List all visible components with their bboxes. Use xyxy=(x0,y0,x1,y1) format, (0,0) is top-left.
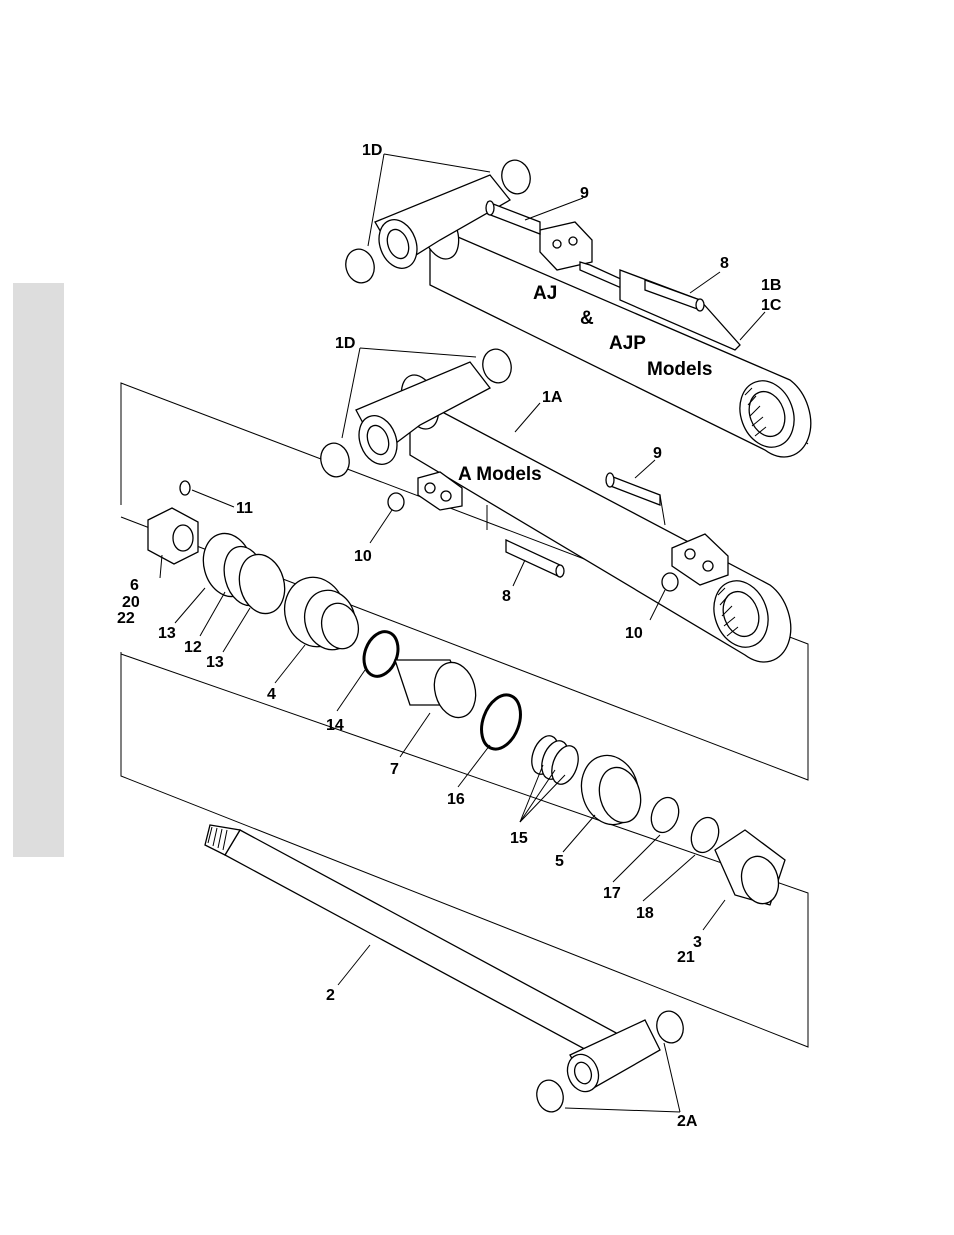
label-aj: AJ xyxy=(533,283,557,304)
label-amp: & xyxy=(580,308,594,329)
label-21: 21 xyxy=(677,949,695,966)
label-1c: 1C xyxy=(761,297,782,314)
label-10-right: 10 xyxy=(625,625,643,642)
label-6: 6 xyxy=(130,577,139,594)
label-7: 7 xyxy=(390,761,399,778)
label-a-models: A Models xyxy=(458,464,542,485)
label-18: 18 xyxy=(636,905,654,922)
label-1d-top: 1D xyxy=(362,142,382,159)
label-1b: 1B xyxy=(761,277,781,294)
label-1a: 1A xyxy=(542,389,563,406)
label-15: 15 xyxy=(510,830,528,847)
label-10-left: 10 xyxy=(354,548,372,565)
label-models: Models xyxy=(647,359,712,380)
label-13-b: 13 xyxy=(206,654,224,671)
label-2a: 2A xyxy=(677,1113,698,1130)
label-22: 22 xyxy=(117,610,135,627)
label-9-mid: 9 xyxy=(653,445,662,462)
label-9-top: 9 xyxy=(580,185,589,202)
label-12: 12 xyxy=(184,639,202,656)
label-4: 4 xyxy=(267,686,276,703)
label-11: 11 xyxy=(236,500,253,517)
label-17: 17 xyxy=(603,885,621,902)
label-8-mid: 8 xyxy=(502,588,511,605)
label-5: 5 xyxy=(555,853,564,870)
label-2: 2 xyxy=(326,987,335,1004)
label-1d-mid: 1D xyxy=(335,335,355,352)
label-20: 20 xyxy=(122,594,140,611)
label-16: 16 xyxy=(447,791,465,808)
piston-rod xyxy=(205,825,687,1115)
label-ajp: AJP xyxy=(609,333,646,354)
label-13-a: 13 xyxy=(158,625,176,642)
label-14: 14 xyxy=(326,717,344,734)
label-8-top: 8 xyxy=(720,255,729,272)
